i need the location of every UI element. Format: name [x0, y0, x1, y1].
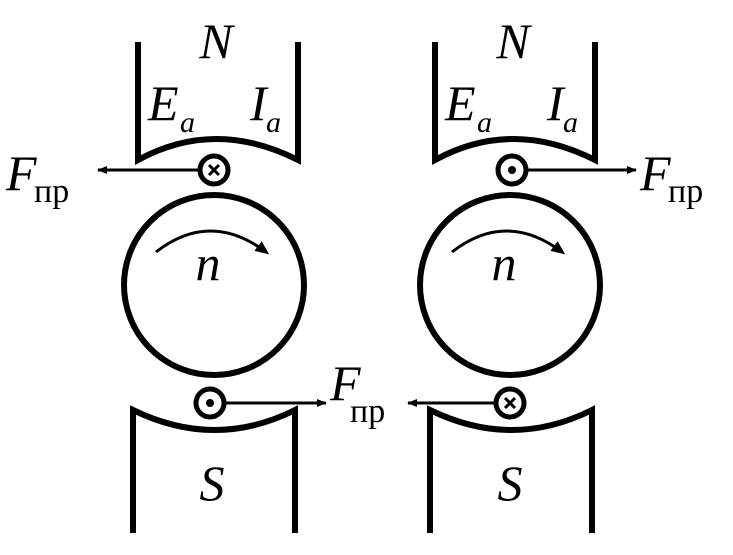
left-south-label: S — [200, 455, 225, 511]
right-current-symbol: I — [546, 75, 566, 131]
right-south-label: S — [498, 455, 523, 511]
right-rotation-arrow — [451, 229, 566, 255]
left-emf-subscript: a — [180, 106, 195, 139]
left-armature — [121, 192, 307, 378]
right-speed-label: n — [492, 235, 517, 291]
left-current-subscript: a — [266, 106, 281, 139]
right-current-subscript: a — [563, 106, 578, 139]
right-machine: N E a I a F пр n S — [407, 13, 703, 533]
right-top-force-subscript: пр — [668, 173, 703, 210]
left-top-force-symbol: F — [5, 145, 37, 201]
left-top-conductor-cross — [197, 153, 231, 187]
right-top-conductor-dot — [495, 153, 529, 187]
right-armature — [417, 192, 603, 378]
right-emf-symbol: E — [444, 75, 476, 131]
left-north-label: N — [198, 13, 235, 69]
left-machine: N E a I a F пр n F пр S — [5, 13, 385, 533]
left-north-pole — [135, 42, 301, 166]
right-south-pole — [427, 405, 595, 533]
left-bottom-conductor-dot — [193, 386, 227, 420]
left-speed-label: n — [196, 235, 221, 291]
left-top-force-subscript: пр — [34, 173, 69, 210]
right-north-label: N — [495, 13, 532, 69]
right-emf-subscript: a — [477, 106, 492, 139]
left-south-pole — [130, 405, 298, 533]
left-emf-symbol: E — [147, 75, 179, 131]
left-rotation-arrow — [155, 229, 270, 255]
right-bottom-conductor-cross — [493, 386, 527, 420]
right-top-force-symbol: F — [639, 145, 671, 201]
right-north-pole — [432, 42, 598, 166]
left-bottom-force-subscript: пр — [350, 393, 385, 430]
left-current-symbol: I — [249, 75, 269, 131]
left-bottom-force-symbol: F — [329, 355, 361, 411]
